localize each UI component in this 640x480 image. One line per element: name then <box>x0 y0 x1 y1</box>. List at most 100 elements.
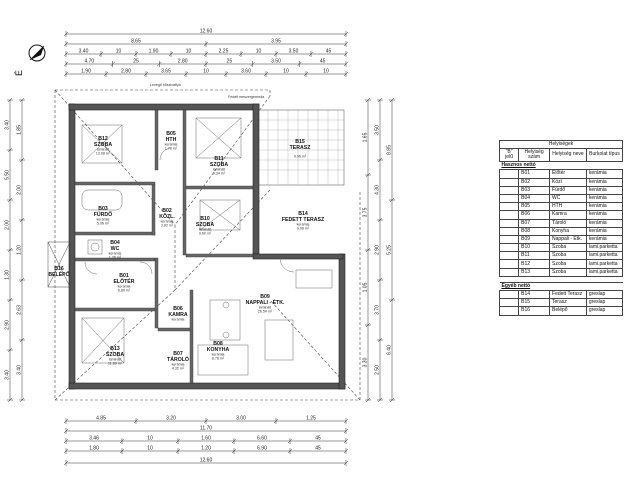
room-text: kerámia <box>161 220 174 224</box>
table-cell <box>498 218 520 228</box>
table-cell: B06 <box>518 210 551 220</box>
table-cell: B15 <box>518 298 551 308</box>
table-cell: B08 <box>518 226 551 236</box>
entry-porch <box>47 241 71 288</box>
room-text: SZOBA <box>196 222 214 228</box>
dimension-label: 1.05 <box>363 282 369 292</box>
table-cell: kerámia <box>585 185 624 195</box>
table-cell: kerámia <box>585 234 624 245</box>
annotation-heat-pump: Levegő hőszivattyú <box>150 83 181 87</box>
north-arrow-icon <box>28 44 46 62</box>
table-cell <box>498 289 520 300</box>
table-caption: Helyiségek <box>499 139 623 150</box>
table-cell <box>498 267 520 277</box>
dimension-label: 4.85 <box>96 416 106 422</box>
table-header-row: "B" jelű Helyiség szám Helyiség neve Bur… <box>498 148 624 163</box>
table-cell <box>498 243 520 253</box>
room-text: B09 <box>260 294 270 300</box>
dimension-label: 6.60 <box>257 436 267 442</box>
dimension-lines <box>7 31 395 466</box>
table-cell: Közl <box>549 177 587 187</box>
room-text: B10 <box>200 216 210 222</box>
exterior-walls <box>68 103 346 390</box>
table-cell <box>498 259 520 269</box>
table-cell: kerámia <box>585 210 624 220</box>
dimension-label: 3.00 <box>236 416 246 422</box>
dimension-label: 10 <box>147 446 153 452</box>
table-cell: B07 <box>518 218 551 228</box>
room-text: kerámia <box>118 285 131 289</box>
table-cell: Fürdő <box>549 185 587 195</box>
header-cell: Burkolat típus <box>585 148 624 163</box>
dimension-label: 45 <box>315 436 321 442</box>
table-cell <box>498 306 520 316</box>
table-cell: kerámia <box>585 193 624 204</box>
dimension-label: 1.90 <box>149 49 159 55</box>
table-cell: B10 <box>518 243 551 253</box>
dimension-label: 10 <box>256 49 262 55</box>
section-useful: Hasznos nettó <box>499 161 623 171</box>
table-cell: greslap <box>585 289 624 300</box>
dimension-label: 10 <box>203 69 209 75</box>
room-text: KAMRA <box>168 312 188 318</box>
interior-walls <box>74 109 254 384</box>
table-cell: lami.parketta <box>585 259 624 269</box>
dimension-label: 10 <box>186 49 192 55</box>
room-text: NAPPALI - ÉTK. <box>246 298 285 306</box>
dimension-label: 25 <box>227 59 233 65</box>
dimension-label: 1.20 <box>17 245 23 255</box>
dimension-label: 12.60 <box>200 29 213 35</box>
room-text: B04 <box>110 240 120 246</box>
section-other: Egyéb nettó <box>499 281 623 292</box>
table-cell: B02 <box>518 177 551 187</box>
room-text: kerámia <box>172 318 185 322</box>
dimension-label: 3.20 <box>166 416 176 422</box>
dimension-label: 6.90 <box>257 446 267 452</box>
room-text: B01 <box>119 273 129 279</box>
room-text: 1.71 m² <box>165 147 178 151</box>
dimension-label: 4.30 <box>375 185 381 195</box>
room-text: 9.60 m² <box>199 232 212 236</box>
dimension-label: 3.30 <box>363 357 369 367</box>
room-furniture <box>81 117 333 376</box>
table-cell: kerámia <box>585 218 624 228</box>
dimension-label: 3.40 <box>5 120 11 130</box>
dimension-label: 1.85 <box>17 125 23 135</box>
table-cell: B12 <box>518 259 551 269</box>
dimension-label: 3.50 <box>271 59 281 65</box>
dimension-label: 3.50 <box>375 125 381 135</box>
room-text: TÁROLÓ <box>167 355 189 363</box>
dimension-label: 1.80 <box>89 446 99 452</box>
dimension-label: 11.70 <box>200 426 212 432</box>
room-text: WC <box>111 246 120 252</box>
room-text: laminált <box>109 358 121 362</box>
table-cell: B09 <box>518 234 551 245</box>
room-text: 5.96 m² <box>97 222 110 226</box>
room-text: 9.96 m² <box>294 155 307 159</box>
header-cell: Helyiség neve <box>549 148 587 163</box>
table-cell <box>498 185 520 195</box>
table-cell: Belépő <box>549 306 587 316</box>
room-text: HTH <box>166 137 177 143</box>
table-cell: B14 <box>518 289 551 300</box>
room-text: BELÉPŐ <box>48 270 69 278</box>
dimension-label: 2.00 <box>5 220 11 230</box>
table-cell: B04 <box>518 193 551 204</box>
table-cell <box>498 251 520 261</box>
room-text: B11 <box>214 156 223 162</box>
room-text: 11.89 m² <box>108 362 123 366</box>
